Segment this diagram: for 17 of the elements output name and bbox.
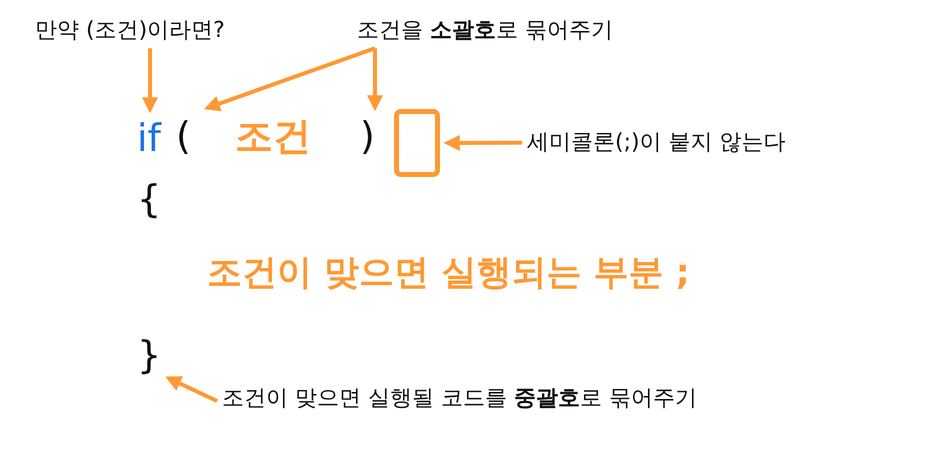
annotation-text: 만약 (조건)이라면?: [35, 18, 225, 44]
brace-text: }: [137, 334, 162, 378]
arrow: [165, 376, 218, 403]
condition-text: 조건: [235, 115, 311, 159]
parenthesis-text: (: [176, 115, 191, 159]
annotation-text: 세미콜론(;)이 붙지 않는다: [527, 130, 786, 156]
body-text: 조건이 맞으면 실행되는 부분 ;: [207, 253, 690, 294]
arrow: [444, 134, 522, 151]
keyword-text: if: [137, 117, 161, 161]
parenthesis-text: ): [360, 115, 375, 159]
annotation-text: 조건을 소괄호로 묶어주기: [357, 18, 613, 44]
arrow: [204, 46, 376, 112]
arrow: [367, 48, 383, 112]
arrow: [142, 48, 158, 114]
brace-text: {: [137, 178, 162, 222]
box-shape: [394, 109, 440, 177]
annotation-text: 조건이 맞으면 실행될 코드를 중괄호로 묶어주기: [222, 386, 697, 412]
